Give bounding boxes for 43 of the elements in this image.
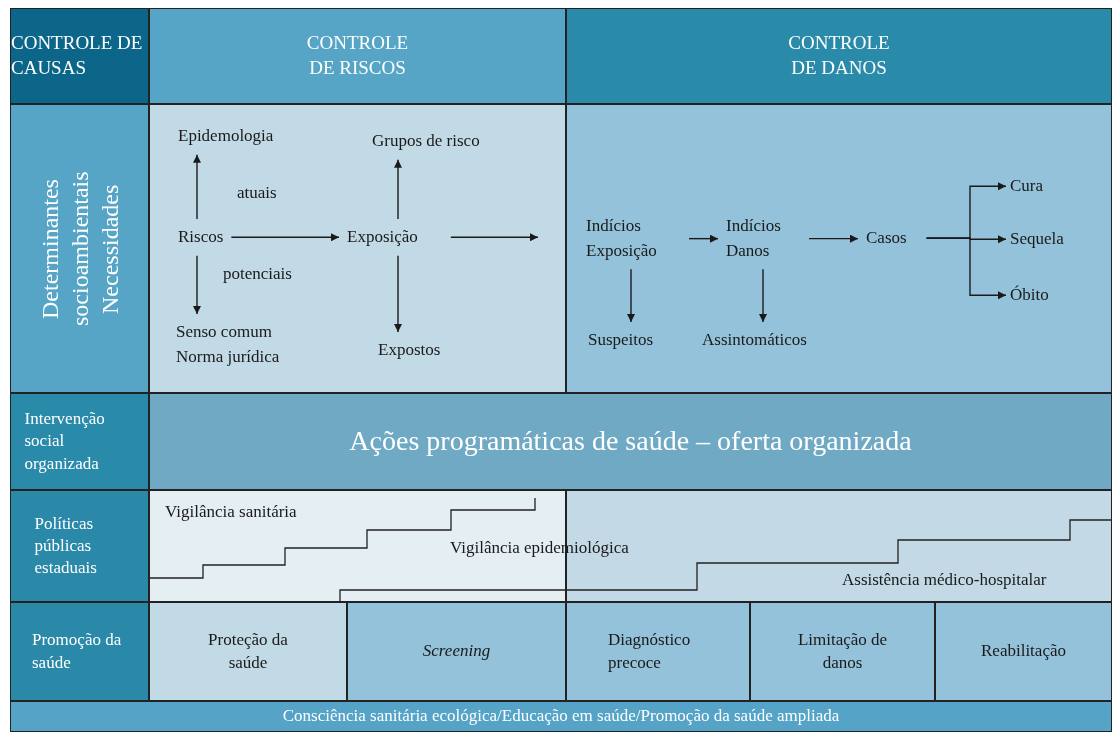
row-header: Promoção da saúde xyxy=(10,602,149,701)
flow-text: Assintomáticos xyxy=(702,328,807,353)
stage-cell: Proteção da saúde xyxy=(149,602,347,701)
flow-text: Grupos de risco xyxy=(372,129,480,154)
header-cell: CONTROLE DE RISCOS xyxy=(149,8,566,104)
arrow xyxy=(627,268,635,323)
flow-text: Exposição xyxy=(347,225,418,250)
flow-text: Senso comum Norma jurídica xyxy=(176,320,301,370)
flow-text: Indícios Danos xyxy=(726,214,801,264)
arrow xyxy=(925,237,1007,300)
header-cell: CONTROLE DE CAUSAS xyxy=(10,8,149,104)
arrow xyxy=(808,234,859,243)
row-header: Intervenção social organizada xyxy=(10,393,149,490)
flow-text: Epidemologia xyxy=(178,124,274,149)
flow-text: Suspeitos xyxy=(588,328,654,353)
stage-cell: Screening xyxy=(347,602,566,701)
stage-cell: Reabilitação xyxy=(935,602,1112,701)
row-header: Determinantes socioambientais Necessidades xyxy=(10,104,149,393)
stage-cell: Diagnóstico precoce xyxy=(566,602,750,701)
edge-label: potenciais xyxy=(223,264,292,284)
arrow xyxy=(450,233,539,242)
flow-text: Óbito xyxy=(1010,283,1049,308)
header-cell: CONTROLE DE DANOS xyxy=(566,8,1112,104)
arrow xyxy=(230,233,340,242)
edge-label: atuais xyxy=(237,183,277,203)
arrow xyxy=(394,254,402,333)
arrow xyxy=(394,158,402,220)
bottom-band: Consciência sanitária ecológica/Educação em saúde/Promoção da saúde ampliada xyxy=(10,701,1112,732)
row-header: Políticas públicas estaduais xyxy=(10,490,149,602)
flow-text: Riscos xyxy=(178,225,224,250)
arrow xyxy=(193,153,201,220)
stage-cell: Limitação de danos xyxy=(750,602,935,701)
arrow xyxy=(759,268,767,323)
flow-text: Expostos xyxy=(378,338,441,363)
flow-text: Cura xyxy=(1010,174,1044,199)
flow-text: Casos xyxy=(866,226,907,251)
flow-text: Sequela xyxy=(1010,227,1064,252)
stage-label: Assistência médico-hospitalar xyxy=(842,570,1047,590)
arrow xyxy=(193,254,201,315)
arrow xyxy=(688,234,719,243)
flow-text: Indícios Exposição xyxy=(586,214,681,264)
stage-label: Vigilância sanitária xyxy=(165,502,297,522)
program-band: Ações programáticas de saúde – oferta organizada xyxy=(149,393,1112,490)
